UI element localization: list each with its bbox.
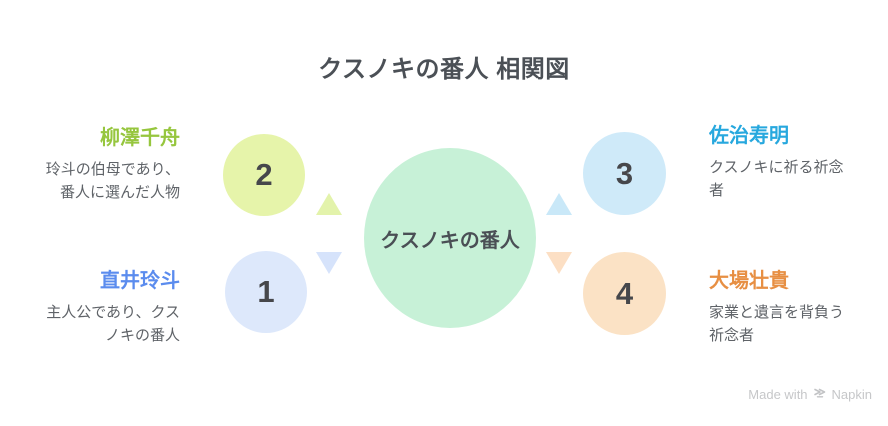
node-3-label-block: 佐治寿明 クスノキに祈る祈念 者 bbox=[709, 124, 884, 202]
node-1-name: 直井玲斗 bbox=[100, 270, 180, 292]
napkin-logo-icon bbox=[813, 387, 827, 402]
node-2-circle: 2 bbox=[223, 134, 305, 216]
node-4-circle: 4 bbox=[583, 252, 666, 335]
connector-left-down-triangle-icon bbox=[316, 252, 342, 274]
node-2-name: 柳澤千舟 bbox=[100, 127, 180, 149]
made-with-text: Made with bbox=[748, 387, 808, 402]
node-3-circle: 3 bbox=[583, 132, 666, 215]
node-3-number: 3 bbox=[615, 155, 634, 191]
diagram-title: クスノキの番人 相関図 bbox=[318, 56, 570, 83]
node-3-description: クスノキに祈る祈念 者 bbox=[709, 159, 844, 199]
made-with-napkin-attribution[interactable]: Made with Napkin bbox=[748, 387, 872, 402]
connector-right-down-triangle-icon bbox=[546, 252, 572, 274]
center-node-label: クスノキの番人 bbox=[380, 229, 520, 252]
node-2-label-block: 柳澤千舟 玲斗の伯母であり、 番人に選んだ人物 bbox=[0, 126, 180, 204]
node-4-description: 家業と遺言を背負う 祈念者 bbox=[709, 304, 845, 344]
node-4-label-block: 大場壮貴 家業と遺言を背負う 祈念者 bbox=[709, 269, 884, 347]
node-2-number: 2 bbox=[255, 157, 273, 192]
node-1-description: 主人公であり、クス ノキの番人 bbox=[46, 304, 180, 344]
node-4-name: 大場壮貴 bbox=[709, 270, 789, 292]
node-3-name: 佐治寿明 bbox=[709, 125, 789, 147]
center-node-circle: クスノキの番人 bbox=[364, 148, 536, 328]
node-1-number: 1 bbox=[257, 274, 275, 309]
node-1-label-block: 直井玲斗 主人公であり、クス ノキの番人 bbox=[0, 269, 180, 347]
connector-right-up-triangle-icon bbox=[546, 193, 572, 215]
connector-left-up-triangle-icon bbox=[316, 193, 342, 215]
node-1-circle: 1 bbox=[225, 251, 307, 333]
node-4-number: 4 bbox=[615, 275, 634, 311]
napkin-brand-text: Napkin bbox=[831, 387, 872, 402]
node-2-description: 玲斗の伯母であり、 番人に選んだ人物 bbox=[45, 161, 180, 201]
